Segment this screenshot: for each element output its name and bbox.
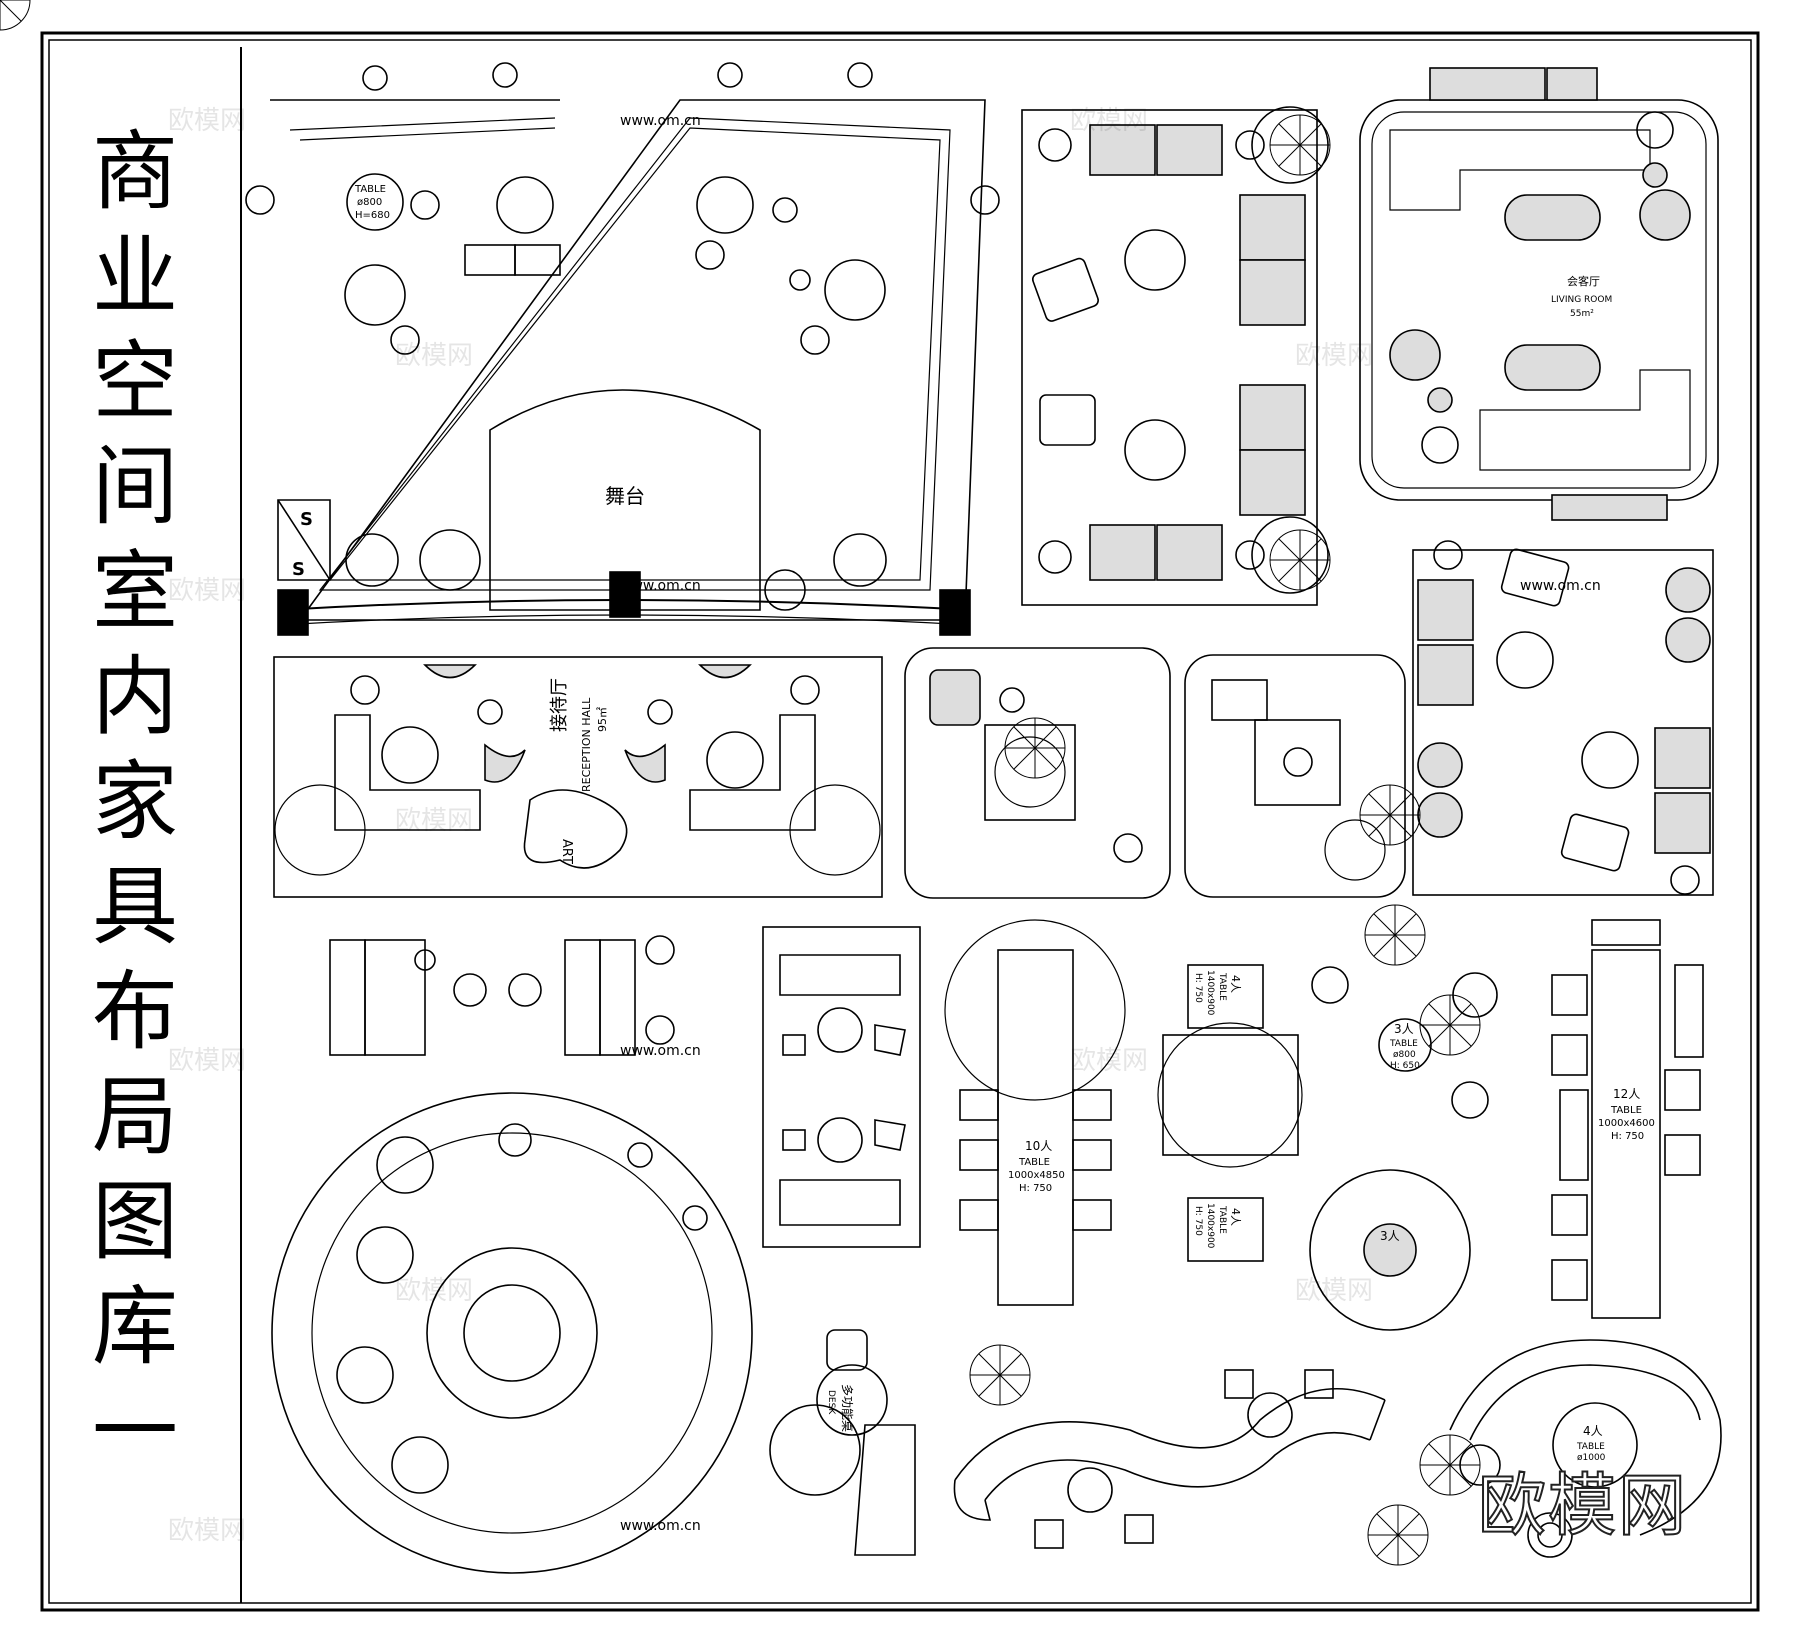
reception-hall-plan: 接待厅 RECEPTION HALL 95㎡ ART bbox=[273, 656, 883, 898]
title-character: 业 bbox=[92, 227, 178, 327]
right-lounge-plan bbox=[1412, 540, 1714, 896]
watermark-1: 欧模网 bbox=[168, 106, 247, 136]
svg-text:1400x900: 1400x900 bbox=[1205, 1203, 1215, 1249]
watermark-11: 欧模网 bbox=[168, 1516, 247, 1546]
svg-text:H: 750: H: 750 bbox=[1193, 1206, 1203, 1236]
s-label-1: S bbox=[300, 509, 313, 530]
title-character: 室 bbox=[92, 542, 178, 642]
svg-text:TABLE: TABLE bbox=[1576, 1442, 1605, 1452]
art-label: ART bbox=[559, 839, 574, 864]
svg-text:www.om.cn: www.om.cn bbox=[1520, 578, 1601, 594]
svg-text:TABLE: TABLE bbox=[1389, 1039, 1418, 1049]
svg-text:1000x4600: 1000x4600 bbox=[1598, 1118, 1655, 1129]
title-character: 间 bbox=[92, 437, 178, 537]
svg-text:4人: 4人 bbox=[1229, 975, 1242, 993]
svg-text:TABLE: TABLE bbox=[1217, 972, 1227, 1001]
svg-text:H: 650: H: 650 bbox=[1390, 1061, 1420, 1071]
dining-table-12: 12人 TABLE 1000x4600 H: 750 bbox=[1551, 919, 1704, 1319]
svg-text:www.om.cn: www.om.cn bbox=[620, 1043, 701, 1059]
title-character: 布 bbox=[92, 962, 178, 1062]
dining-table-10: 10人 TABLE 1000x4850 H: 750 bbox=[944, 919, 1126, 1306]
svg-text:www.om.cn: www.om.cn bbox=[620, 113, 701, 129]
plant-symbols bbox=[0, 0, 1481, 1566]
outer-frame bbox=[40, 31, 1760, 1612]
svg-text:1000x4850: 1000x4850 bbox=[1008, 1170, 1065, 1181]
svg-text:12人: 12人 bbox=[1613, 1087, 1640, 1101]
watermark-10: 欧模网 bbox=[1295, 1276, 1374, 1306]
watermark-5: 欧模网 bbox=[168, 576, 247, 606]
svg-text:H: 750: H: 750 bbox=[1611, 1131, 1644, 1142]
svg-text:ø800: ø800 bbox=[357, 197, 382, 208]
svg-text:TABLE: TABLE bbox=[1610, 1105, 1642, 1116]
lounge-plan bbox=[1021, 106, 1329, 606]
round-lounge-plan bbox=[271, 1092, 753, 1574]
title-character: 商 bbox=[92, 122, 178, 222]
svg-text:4人: 4人 bbox=[1229, 1208, 1242, 1226]
office-desk-clusters bbox=[904, 647, 1406, 899]
s-label-2: S bbox=[292, 559, 305, 580]
tables-3: 3人 TABLE ø800 H: 650 3人 bbox=[1309, 966, 1498, 1331]
living-room-area: 55m² bbox=[1570, 309, 1594, 319]
banquet-hall-plan: 舞台 S S TABLE ø800 H=680 bbox=[245, 62, 1000, 636]
title-character: 图 bbox=[92, 1172, 178, 1272]
svg-text:4人: 4人 bbox=[1583, 1424, 1603, 1438]
svg-text:10人: 10人 bbox=[1025, 1139, 1052, 1153]
title-character: 内 bbox=[92, 647, 178, 747]
cafe-booth-plan bbox=[762, 926, 921, 1248]
round-table-4: 4人 TABLE ø1000 bbox=[1449, 1339, 1722, 1558]
svg-text:www.om.cn: www.om.cn bbox=[620, 1518, 701, 1534]
living-room-en: LIVING ROOM bbox=[1551, 295, 1612, 305]
reception-area: 95㎡ bbox=[596, 707, 609, 732]
svg-text:3人: 3人 bbox=[1394, 1022, 1414, 1036]
sheet-title: 商业空间室内家具布局图库一 bbox=[60, 120, 210, 1485]
lounge-seating-row bbox=[329, 935, 675, 1056]
svg-text:H: 750: H: 750 bbox=[1019, 1183, 1052, 1194]
svg-text:ø800: ø800 bbox=[1393, 1050, 1416, 1060]
title-character: 一 bbox=[92, 1382, 178, 1482]
desk-cn: 多功能桌 bbox=[840, 1384, 854, 1432]
watermark-url-layer: www.om.cn www.om.cn www.om.cn www.om.cn … bbox=[620, 113, 1601, 1534]
watermark-9: 欧模网 bbox=[395, 1276, 474, 1306]
desk-en: DESK bbox=[826, 1390, 836, 1415]
svg-text:ø1000: ø1000 bbox=[1577, 1453, 1606, 1463]
watermark-2: 欧模网 bbox=[1070, 106, 1149, 136]
watermark-4: 欧模网 bbox=[1295, 341, 1374, 371]
reception-cn: 接待厅 bbox=[549, 678, 570, 732]
svg-text:1400x900: 1400x900 bbox=[1205, 970, 1215, 1016]
multi-function-desk: 多功能桌 DESK bbox=[769, 1329, 916, 1556]
svg-text:TABLE: TABLE bbox=[1217, 1205, 1227, 1234]
svg-text:www.om.cn: www.om.cn bbox=[620, 578, 701, 594]
living-room-plan: 会客厅 LIVING ROOM 55m² bbox=[1359, 67, 1719, 521]
brand-logo-text: 欧模网 bbox=[1477, 1466, 1689, 1547]
svg-text:H=680: H=680 bbox=[355, 210, 390, 221]
title-character: 家 bbox=[92, 752, 178, 852]
title-character: 空 bbox=[92, 332, 178, 432]
reception-en: RECEPTION HALL bbox=[580, 697, 593, 792]
stage-label: 舞台 bbox=[605, 484, 645, 508]
living-room-cn: 会客厅 bbox=[1567, 274, 1600, 288]
title-character: 库 bbox=[92, 1277, 178, 1377]
watermark-7: 欧模网 bbox=[168, 1046, 247, 1076]
serpentine-sofa bbox=[953, 1369, 1386, 1549]
inner-frame bbox=[48, 39, 1752, 1604]
svg-text:H: 750: H: 750 bbox=[1193, 973, 1203, 1003]
svg-text:TABLE: TABLE bbox=[354, 184, 386, 195]
dining-tables-4: 4人 TABLE 1400x900 H: 750 4人 TABLE 1400x9… bbox=[1157, 964, 1303, 1262]
svg-text:TABLE: TABLE bbox=[1018, 1157, 1050, 1168]
watermark-8: 欧模网 bbox=[1070, 1046, 1149, 1076]
watermark-6: 欧模网 bbox=[395, 806, 474, 836]
watermark-3: 欧模网 bbox=[395, 341, 474, 371]
title-character: 局 bbox=[92, 1067, 178, 1167]
title-character: 具 bbox=[92, 857, 178, 957]
svg-text:3人: 3人 bbox=[1380, 1229, 1400, 1243]
